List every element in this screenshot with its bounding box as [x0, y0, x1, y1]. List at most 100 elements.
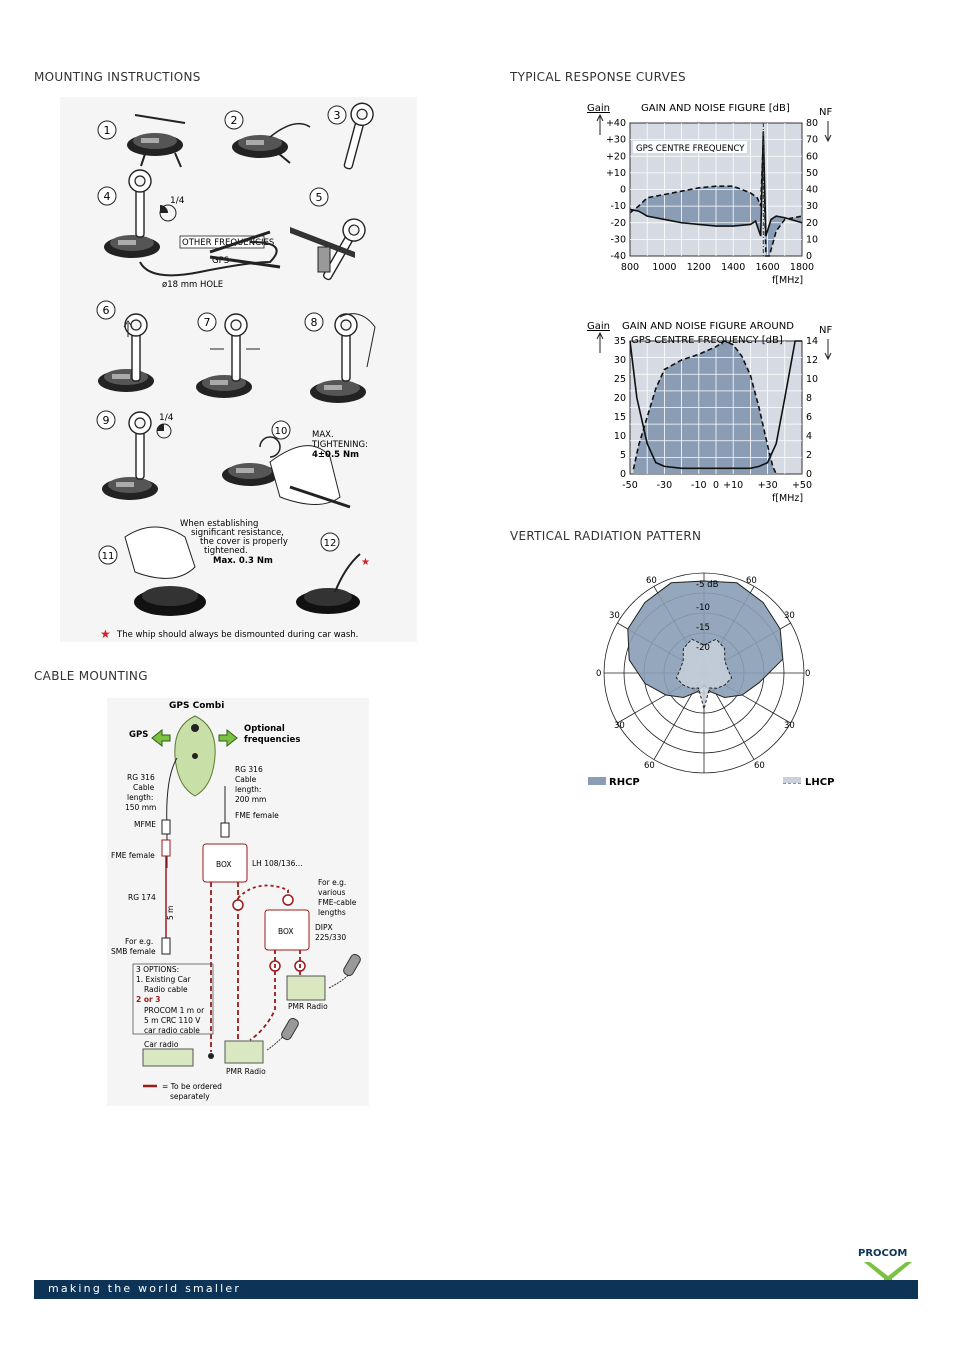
chart2-y-right-tick: 4 — [806, 431, 812, 442]
options-line-1: 3 OPTIONS: — [136, 965, 179, 974]
smb-line-2: SMB female — [111, 947, 156, 956]
procom-line-2: 5 m CRC 110 V — [144, 1016, 201, 1025]
step-12-whip — [334, 553, 361, 593]
chart1-y-right-tick: 60 — [806, 151, 818, 162]
polar-angle-label: 30 — [784, 611, 795, 621]
red-star-icon: ★ — [361, 557, 370, 568]
other-frequencies-label: OTHER FREQUENCIES — [182, 238, 274, 248]
car-radio-junction — [208, 1053, 214, 1059]
chart1-y-left-label: Gain — [587, 103, 610, 114]
chart2-x-tick: +30 — [758, 480, 778, 491]
polar-ring-label: -20 — [696, 643, 710, 653]
chart1-x-tick: 1600 — [756, 262, 780, 273]
fme-female-connector-right — [220, 822, 230, 838]
step-2-antenna-base — [232, 122, 311, 164]
step-6-antenna-base — [98, 369, 154, 392]
mounting-illustration: 1 2 3 4 5 6 7 8 9 10 11 12 1/4 OTHER FRE… — [60, 97, 417, 642]
chart2-y-right-tick: 8 — [806, 393, 812, 404]
five-m-label: 5 m — [166, 906, 175, 920]
step-10: 10 — [271, 420, 291, 440]
chart1-y-right-tick: 20 — [806, 218, 818, 229]
svg-text:4: 4 — [104, 190, 111, 203]
box-1-label: BOX — [216, 860, 232, 869]
step-8-wrench — [334, 313, 358, 382]
step-7-antenna-base — [196, 375, 252, 398]
antenna-mid-dot — [192, 753, 198, 759]
options-line-2: 1. Existing Car — [136, 975, 191, 984]
chart1-y-left-tick: -30 — [610, 234, 626, 245]
step-5: 5 — [309, 187, 329, 207]
chart1-y-right-tick: 40 — [806, 185, 818, 196]
chart2-y-left-label: Gain — [587, 321, 610, 332]
chart1-title: GAIN AND NOISE FIGURE [dB] — [641, 103, 790, 114]
carwash-note: The whip should always be dismounted dur… — [116, 630, 358, 640]
chart1-nf-arrow-icon — [824, 121, 832, 143]
quarter-turn-ring-a — [159, 204, 177, 222]
chart1-y-left-tick: +40 — [606, 118, 626, 129]
step-5-roof-plate — [290, 227, 355, 258]
chart1-x-tick: 1000 — [652, 262, 676, 273]
polar-ring-label: -15 — [696, 623, 710, 633]
left-rg-line-2: Cable — [133, 783, 155, 792]
note-line-2: significant resistance, — [191, 528, 284, 538]
chart2-x-label: f[MHz] — [772, 493, 803, 504]
chart1-y-right-tick: 10 — [806, 234, 818, 245]
svg-text:10: 10 — [275, 426, 288, 437]
right-rg-line-3: length: — [235, 785, 261, 794]
svg-text:7: 7 — [204, 316, 211, 329]
quarter-turn-icon-b — [157, 424, 164, 431]
step-4-connectors — [209, 230, 281, 269]
max-tightening-line-1: MAX. — [312, 430, 334, 440]
car-radio-label: Car radio — [144, 1040, 179, 1049]
for-eg-line-4: lengths — [318, 908, 346, 917]
polar-angle-label: 30 — [609, 611, 620, 621]
chart1-y-left-tick: 0 — [620, 185, 626, 196]
lhcp-legend-swatch — [783, 777, 801, 783]
svg-text:12: 12 — [324, 538, 337, 549]
step-6: 6 — [96, 300, 116, 320]
chart2-gain-line — [629, 340, 802, 470]
step-10-rotate-arrow-icon — [259, 436, 281, 458]
step-3: 3 — [327, 105, 347, 125]
svg-text:6: 6 — [103, 304, 110, 317]
chart2-x-tick: +10 — [723, 480, 743, 491]
legend-line-1: = To be ordered — [162, 1082, 222, 1091]
pmr-radio-1 — [286, 975, 326, 1001]
chart2-x-tick: 0 — [713, 480, 719, 491]
smb-connector — [161, 937, 171, 955]
fme-female-left-label: FME female — [111, 851, 155, 860]
rhcp-legend-swatch — [588, 777, 606, 785]
box-2 — [264, 909, 310, 951]
chart2-y-right-tick: 2 — [806, 450, 812, 461]
polar-angle-label: 60 — [746, 576, 757, 586]
radiation-heading: VERTICAL RADIATION PATTERN — [510, 529, 702, 543]
quarter-turn-label-b: 1/4 — [159, 413, 174, 423]
gain-nf-chart: +40+30+20+100-10-20-30-40807060504030201… — [587, 103, 832, 286]
svg-text:9: 9 — [103, 414, 110, 427]
chart1-x-label: f[MHz] — [772, 275, 803, 286]
note-line-5: Max. 0.3 Nm — [213, 556, 273, 566]
carwash-star-icon: ★ — [100, 627, 111, 641]
chart1-y-right-tick: 50 — [806, 168, 818, 179]
step-4-cable — [139, 241, 278, 277]
chart1-y-left-tick: +10 — [606, 168, 626, 179]
chart2-x-tick: -10 — [691, 480, 707, 491]
step-1: 1 — [97, 120, 117, 140]
lhcp-legend-label: LHCP — [805, 777, 834, 788]
chart2-y-left-tick: 15 — [614, 412, 626, 423]
step-12-antenna-base — [296, 588, 360, 614]
hole-label: ø18 mm HOLE — [162, 280, 223, 290]
cable-gps-label: GPS — [129, 730, 148, 740]
chart1-y-right-tick: 0 — [806, 251, 812, 262]
cable-diagram-drawing: GPS Combi GPS Optional frequencies RG 31… — [111, 701, 361, 1101]
chart2-y-right-tick: 10 — [806, 374, 818, 385]
chart2-y-left-tick: 0 — [620, 469, 626, 480]
note-line-3: the cover is properly — [200, 537, 288, 547]
optional-label-1: Optional — [244, 724, 285, 734]
chart1-y-left-tick: -20 — [610, 218, 626, 229]
step-1-antenna-base — [127, 114, 186, 168]
dipx-line-1: DIPX — [315, 923, 333, 932]
polar-angle-label: 0 — [596, 669, 601, 679]
